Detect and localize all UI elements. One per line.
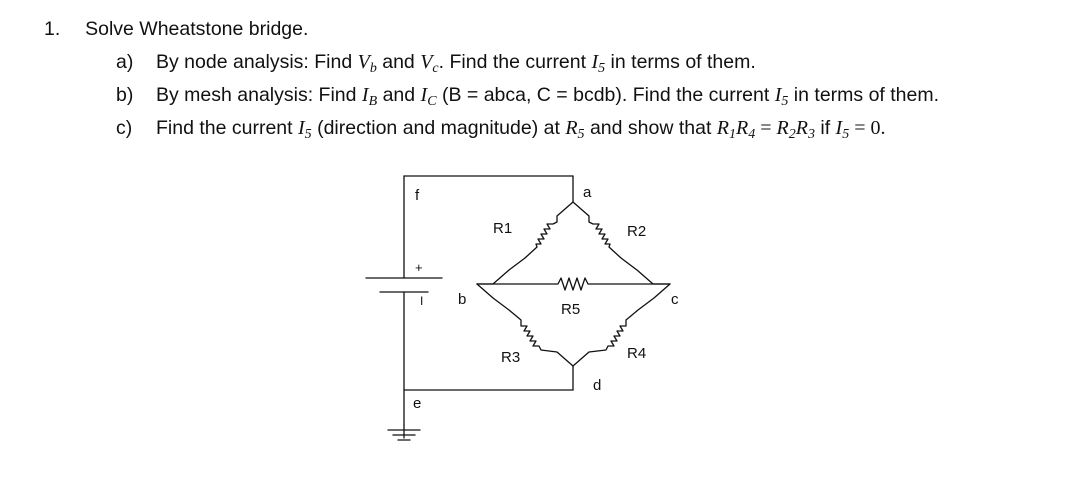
math-var: I5 [774, 84, 789, 109]
item-text: (direction and magnitude) at [311, 117, 566, 139]
problem-number: 1. [44, 18, 61, 40]
item-text: in terms of them. [605, 51, 756, 73]
item-text: and show that [584, 117, 717, 139]
node-label-e: e [413, 395, 421, 412]
math-var: Vb [357, 51, 377, 76]
item-marker: c) [116, 117, 133, 139]
item-text: . Find the current [438, 51, 592, 73]
item-text: Find the current [156, 117, 298, 139]
node-label-a: a [583, 184, 592, 201]
math-var: Vc [420, 51, 439, 76]
node-label-d: d [593, 377, 601, 394]
math-var: IB [361, 84, 378, 109]
item-text: By mesh analysis: Find [156, 84, 362, 106]
resistor-r4 [572, 283, 671, 367]
item-text: in terms of them. [788, 84, 940, 106]
math-var: I5 [297, 117, 312, 142]
resistor-label-r5: R5 [561, 301, 580, 318]
resistor-r2 [572, 201, 671, 285]
item-text: By node analysis: Find [156, 51, 358, 73]
question-a: a) By node analysis: Find Vb and Vc. Find… [116, 50, 756, 76]
problem-heading: 1. Solve Wheatstone bridge. [44, 17, 308, 41]
item-marker: a) [116, 51, 134, 73]
resistor-r5 [476, 277, 671, 291]
item-text: if [814, 117, 836, 139]
node-label-f: f [415, 187, 420, 204]
node-label-b: b [458, 291, 466, 308]
item-text: and [376, 51, 421, 73]
equation: R1R4 = R2R3 [716, 117, 815, 142]
resistor-label-r2: R2 [627, 223, 646, 240]
resistor-label-r3: R3 [501, 349, 520, 366]
problem-title: Solve Wheatstone bridge. [85, 18, 309, 40]
battery-plus-label: + [415, 260, 423, 275]
math-var: R5 [565, 117, 585, 142]
equation: I5 = 0. [835, 117, 886, 142]
battery-minus-label: I [420, 294, 423, 308]
math-var: I5 [591, 51, 606, 76]
resistor-r1 [476, 201, 574, 285]
question-b: b) By mesh analysis: Find IB and IC (B = … [116, 83, 940, 109]
math-var: IC [420, 84, 437, 109]
item-text: and [377, 84, 421, 106]
resistor-label-r1: R1 [493, 220, 512, 237]
resistor-r3 [476, 283, 574, 367]
node-label-c: c [671, 291, 679, 308]
question-c: c) Find the current I5 (direction and mag… [116, 116, 886, 142]
item-marker: b) [116, 84, 134, 106]
resistor-label-r4: R4 [627, 345, 646, 362]
item-text: (B = abca, C = bcdb). Find the current [436, 84, 775, 106]
